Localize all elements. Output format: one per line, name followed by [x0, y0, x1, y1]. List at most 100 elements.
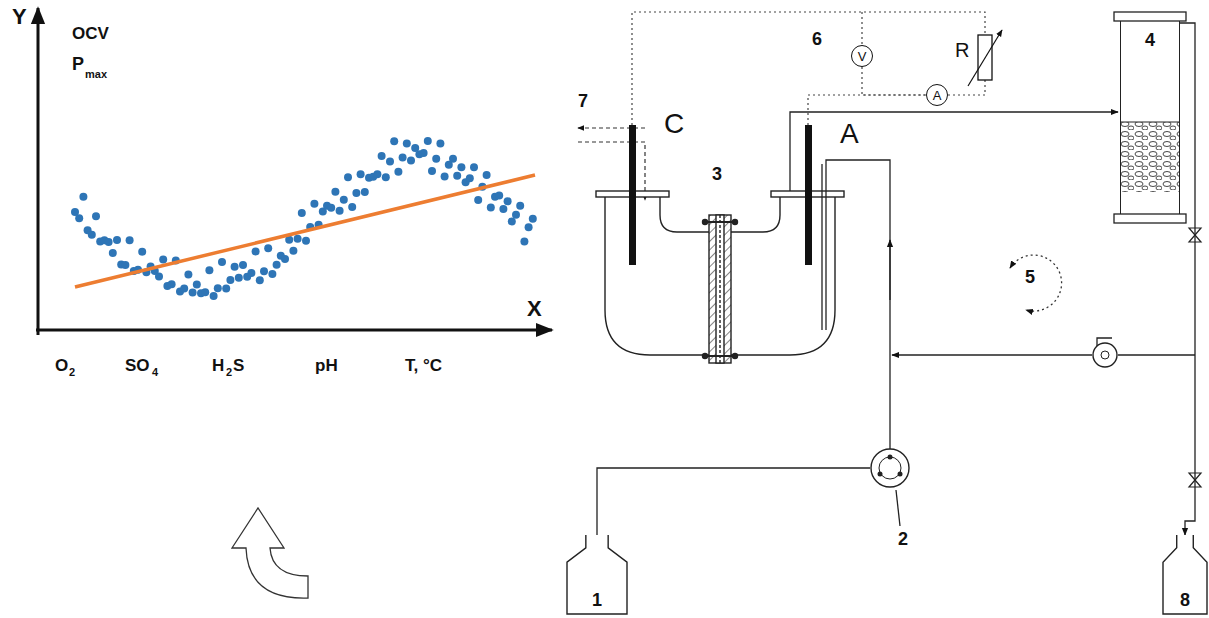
data-point [218, 258, 226, 266]
axis-quantity: P [72, 55, 84, 73]
data-point [201, 288, 209, 296]
data-point [239, 261, 247, 269]
data-point [113, 236, 121, 244]
data-point [470, 163, 478, 171]
subscript: 2 [226, 367, 232, 378]
subscript: 4 [152, 367, 158, 378]
data-point [378, 152, 386, 160]
data-point [403, 140, 411, 148]
biofilter-column [1114, 12, 1186, 223]
data-point [529, 215, 537, 223]
data-point [499, 205, 507, 213]
data-point [231, 263, 239, 271]
data-point [327, 204, 335, 212]
data-point [252, 247, 260, 255]
data-point [260, 267, 268, 275]
peristaltic-pump [871, 449, 909, 487]
data-point [92, 212, 100, 220]
y-axis [37, 8, 40, 335]
axis-title: Y [12, 6, 27, 28]
data-point [281, 255, 289, 263]
recirculation-pump [1093, 338, 1117, 367]
callout-number: 5 [1025, 268, 1035, 286]
data-point [512, 211, 520, 219]
circuit-wires [632, 12, 985, 125]
electrode-label: C [664, 110, 684, 138]
axis-quantity: OCV [72, 25, 109, 42]
data-point [336, 207, 344, 215]
data-point [361, 188, 369, 196]
component-label: R [955, 40, 969, 60]
data-point [495, 192, 503, 200]
variable-resistor-arrow [968, 30, 1002, 86]
data-point [474, 196, 482, 204]
trend-line [75, 175, 535, 287]
callout-number: 3 [712, 165, 722, 183]
data-point [235, 274, 243, 282]
data-point [189, 288, 197, 296]
data-point [268, 270, 276, 278]
data-point [289, 247, 297, 255]
axis-category: S [233, 357, 244, 374]
data-point [449, 155, 457, 163]
data-point [441, 173, 449, 181]
data-point [310, 200, 318, 208]
data-point [373, 170, 381, 178]
anode-electrode [805, 125, 812, 265]
cathode-electrode [629, 125, 636, 265]
data-point [222, 285, 230, 293]
voltmeter-symbol: V [851, 45, 873, 67]
axis-title: X [527, 298, 542, 320]
data-point [105, 238, 113, 246]
callout-number: 2 [898, 530, 908, 548]
data-point [525, 223, 533, 231]
data-point [424, 137, 432, 145]
data-point [226, 276, 234, 284]
electrode-label: A [840, 120, 859, 148]
data-point [483, 171, 491, 179]
data-point [390, 137, 398, 145]
node-label: A [933, 89, 942, 102]
axis-category: T, °C [405, 357, 442, 374]
data-point [394, 168, 402, 176]
data-point [214, 284, 222, 292]
data-point [184, 270, 192, 278]
data-point [457, 163, 465, 171]
node-label: 8 [1180, 591, 1190, 609]
data-point [126, 236, 134, 244]
data-point [168, 280, 176, 288]
data-point [428, 167, 436, 175]
data-point [466, 174, 474, 182]
chart [36, 8, 552, 335]
data-point [155, 272, 163, 280]
data-point [138, 248, 146, 256]
data-point [357, 170, 365, 178]
data-point [420, 149, 428, 157]
data-point [520, 238, 528, 246]
node-label: 1 [592, 591, 602, 609]
data-point [432, 155, 440, 163]
bottle-shape [567, 535, 627, 614]
data-point [247, 269, 255, 277]
feed-bottle: 1 [566, 535, 628, 615]
data-point [273, 261, 281, 269]
axis-category: SO [125, 357, 150, 374]
data-point [210, 292, 218, 300]
x-axis [36, 329, 552, 332]
flow-line [1180, 23, 1195, 535]
circuit-wire [862, 67, 926, 95]
data-point [298, 209, 306, 217]
axis-category: O [55, 357, 68, 374]
effluent-bottle: 8 [1162, 535, 1208, 615]
tubing [597, 112, 1195, 535]
data-point [386, 158, 394, 166]
node-label: 4 [1145, 31, 1155, 49]
callout-number: 6 [812, 30, 822, 48]
data-point [382, 173, 390, 181]
data-point [407, 156, 415, 164]
bottle-shape [1163, 535, 1207, 614]
data-point [352, 189, 360, 197]
recirculation-symbol [1010, 255, 1062, 311]
